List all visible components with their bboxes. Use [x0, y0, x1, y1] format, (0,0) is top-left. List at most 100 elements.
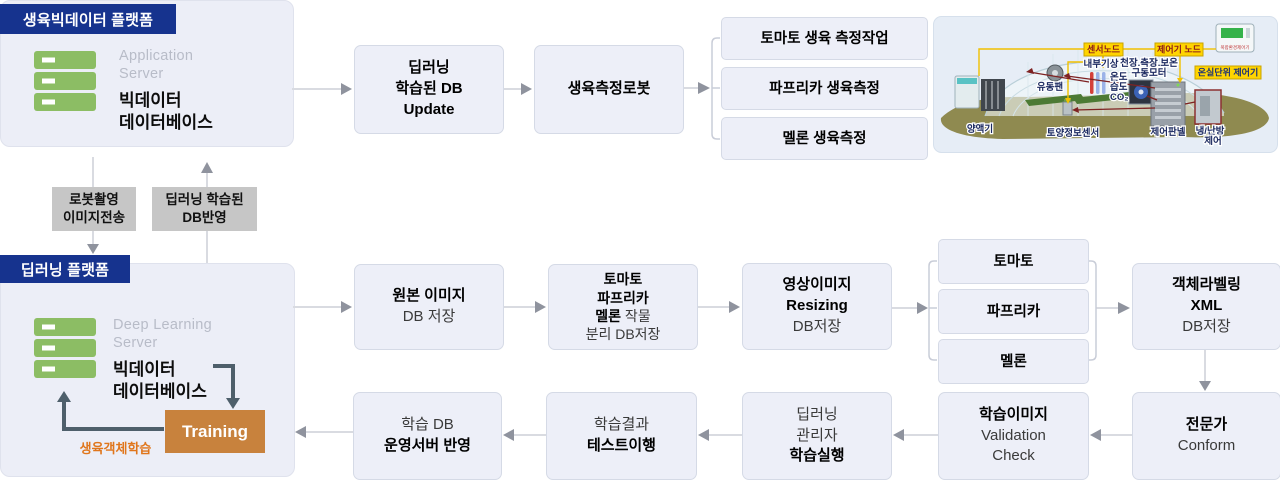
- box-line: 전문가: [1185, 416, 1228, 434]
- hvac-label: 냉/난방: [1196, 125, 1225, 137]
- server-icon: [34, 51, 96, 116]
- box-line: 테스트이행: [586, 437, 656, 454]
- box-line: 딥러닝: [408, 59, 450, 77]
- box-inline-bold: 멜론: [595, 308, 622, 324]
- yellow-arrowheads: [1065, 78, 1183, 104]
- soil-sensor-label: 토양정보센서: [1047, 127, 1099, 139]
- chip-line: DB반영: [182, 210, 227, 225]
- yellow-links: [978, 48, 1216, 98]
- box-line: 파프리카: [986, 303, 1041, 320]
- box-growth-robot: 생육측정로봇: [534, 45, 684, 134]
- server-text-block: Application Server 빅데이터 데이터베이스: [119, 47, 213, 134]
- drive-motor-photo: [1128, 79, 1154, 105]
- box-line: 학습된 DB: [395, 80, 463, 98]
- navy-annotations: 내부기상 천장.측장.보온 구동모터 온도 습도 CO₂ 유동팬: [1036, 56, 1180, 105]
- device-tiny-label: 복합환경제어기: [1221, 44, 1250, 51]
- server-name-line: 빅데이터: [119, 91, 182, 111]
- box-line: 분리 DB저장: [585, 326, 661, 343]
- box-line: DB저장: [1182, 317, 1231, 335]
- box-line: 학습실행: [789, 447, 845, 465]
- box-line: Conform: [1177, 437, 1236, 454]
- server-type-line: Deep Learning: [113, 317, 213, 333]
- circulation-fan: [1046, 64, 1064, 82]
- box-deploy-db: 학습 DB 운영서버 반영: [353, 392, 502, 480]
- box-validation-check: 학습이미지 Validation Check: [938, 392, 1089, 480]
- hvac-label: 제어: [1204, 135, 1221, 147]
- box-original-image: 원본 이미지 DB 저장: [354, 264, 504, 350]
- deeplearning-platform-banner: 딥러닝 플랫폼: [0, 255, 130, 283]
- server-type: Deep Learning Server: [113, 316, 212, 352]
- controller-node-label: 제어기 노드: [1157, 44, 1202, 55]
- box-resizing: 영상이미지 Resizing DB저장: [742, 263, 892, 350]
- box-crop-tomato: 토마토: [938, 239, 1089, 284]
- chip-line: 딥러닝 학습된: [165, 192, 244, 208]
- box-line: 운영서버 반영: [384, 437, 471, 454]
- box-crop-paprika: 파프리카: [938, 289, 1089, 334]
- chip-robot-image-transfer: 로봇촬영 이미지전송: [52, 187, 136, 231]
- box-line: Check: [992, 447, 1035, 465]
- box-line: 멜론 생육측정: [782, 130, 867, 147]
- hvac-photo: [1194, 89, 1222, 125]
- nutrient-machine: [954, 75, 1005, 111]
- box-line: 딥러닝: [796, 405, 838, 423]
- server-name: 빅데이터 데이터베이스: [119, 90, 213, 134]
- chip-line: 로봇촬영: [69, 192, 119, 208]
- box-line: 토마토 생육 측정작업: [760, 30, 889, 47]
- fan-label: 유동팬: [1037, 81, 1063, 93]
- box-task-tomato: 토마토 생육 측정작업: [721, 17, 928, 60]
- sensor-node-label: 센서노드: [1087, 44, 1121, 55]
- box-task-paprika: 파프리카 생육측정: [721, 67, 928, 110]
- box-line: Validation: [981, 426, 1046, 444]
- training-label: Training: [181, 421, 249, 441]
- thermometers: [1090, 72, 1106, 94]
- box-expert-conform: 전문가 Conform: [1132, 392, 1280, 480]
- server-name-line: 빅데이터: [113, 360, 176, 380]
- box-training-execute: 딥러닝 관리자 학습실행: [742, 392, 892, 480]
- box-line: Resizing: [786, 297, 848, 315]
- ground-labels: 양액기 토양정보센서 제어판넬 냉/난방 제어: [966, 122, 1226, 149]
- control-panel-cabinet: [1150, 81, 1186, 127]
- server-type-line: Server: [113, 335, 158, 352]
- training-box: Training: [165, 410, 265, 453]
- box-line: XML: [1190, 297, 1223, 315]
- box-object-labeling: 객체라벨링 XML DB저장: [1132, 263, 1280, 350]
- server-name: 빅데이터 데이터베이스: [113, 359, 212, 403]
- box-db-update: 딥러닝 학습된 DB Update: [354, 45, 504, 134]
- box-line: 학습이미지: [978, 405, 1048, 423]
- greenhouse-photo: 복합환경제어기: [933, 16, 1278, 158]
- motor-label: 천장.측장.보온: [1120, 57, 1178, 69]
- nutrient-label: 양액기: [967, 123, 993, 135]
- temp-label: 온도: [1110, 72, 1128, 83]
- banner-label: 딥러닝 플랫폼: [20, 261, 110, 279]
- box-line: 관리자: [796, 426, 838, 444]
- unit-controller-device: 복합환경제어기: [1215, 23, 1255, 53]
- server-type-line: Application: [119, 48, 194, 64]
- unit-controller-label: 온실단위 제어기: [1198, 67, 1258, 78]
- box-line: 멜론: [1000, 353, 1027, 370]
- box-line: 학습 DB: [401, 416, 454, 434]
- server-type-line: Server: [119, 66, 164, 83]
- server-icon: [34, 318, 96, 383]
- box-line: 파프리카: [597, 289, 649, 306]
- server-name-line: 데이터베이스: [113, 382, 207, 402]
- box-line: 원본 이미지: [392, 287, 466, 305]
- humidity-label: 습도: [1110, 81, 1128, 93]
- greenhouse-illustration: 복합환경제어기: [933, 16, 1278, 153]
- training-caption-text: 생육객체학습: [79, 441, 152, 456]
- box-line: 학습결과: [593, 416, 650, 434]
- red-links: [1028, 71, 1196, 111]
- server-type: Application Server: [119, 47, 213, 83]
- red-arrowheads: [1026, 68, 1079, 113]
- box-line: 파프리카 생육측정: [769, 80, 880, 97]
- box-line: 생육측정로봇: [567, 80, 651, 98]
- box-line: DB저장: [792, 317, 842, 335]
- training-caption: 생육객체학습: [68, 438, 163, 457]
- box-crop-melon: 멜론: [938, 339, 1089, 384]
- co2-label: CO₂: [1110, 92, 1128, 103]
- indoor-weather-label: 내부기상: [1084, 58, 1119, 70]
- box-inline-normal: 작물: [621, 308, 651, 324]
- chip-db-reflect: 딥러닝 학습된 DB반영: [152, 187, 257, 231]
- server-text-block: Deep Learning Server 빅데이터 데이터베이스: [113, 316, 212, 403]
- box-line: 멜론 작물: [595, 307, 650, 325]
- box-line: 토마토: [603, 271, 643, 288]
